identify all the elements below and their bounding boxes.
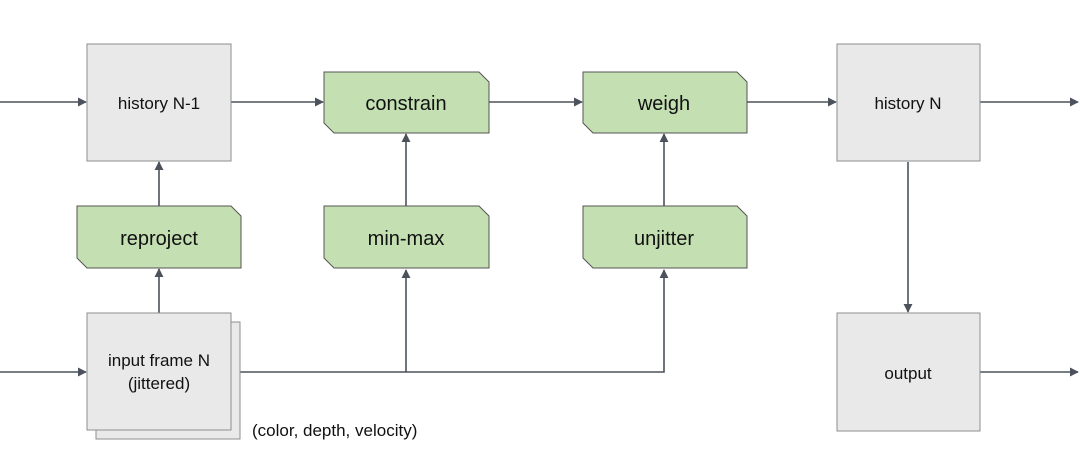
input-frame-label-line2: (jittered) xyxy=(128,374,190,393)
weigh-label: weigh xyxy=(637,93,690,115)
unjitter-label: unjitter xyxy=(634,228,694,250)
input-frame-annotation: (color, depth, velocity) xyxy=(252,421,417,440)
node-history-prev: history N-1 xyxy=(86,43,232,162)
reproject-label: reproject xyxy=(120,228,198,250)
node-weigh: weigh xyxy=(582,71,748,134)
node-unjitter: unjitter xyxy=(582,205,748,269)
node-history-n: history N xyxy=(836,43,981,162)
node-reproject: reproject xyxy=(76,205,242,269)
constrain-label: constrain xyxy=(365,93,446,115)
node-constrain: constrain xyxy=(323,71,490,134)
connections xyxy=(0,97,1079,377)
node-min-max: min-max xyxy=(323,205,490,269)
node-input-frame: input frame N (jittered) xyxy=(86,312,241,440)
output-label: output xyxy=(884,364,932,383)
min-max-label: min-max xyxy=(368,228,445,250)
input-frame-label-line1: input frame N xyxy=(108,351,210,370)
history-prev-label: history N-1 xyxy=(118,94,200,113)
node-output: output xyxy=(836,312,981,432)
wire-input-to-unjitter xyxy=(240,269,669,373)
history-n-label: history N xyxy=(874,94,941,113)
input-frame-stack-front xyxy=(86,312,232,431)
